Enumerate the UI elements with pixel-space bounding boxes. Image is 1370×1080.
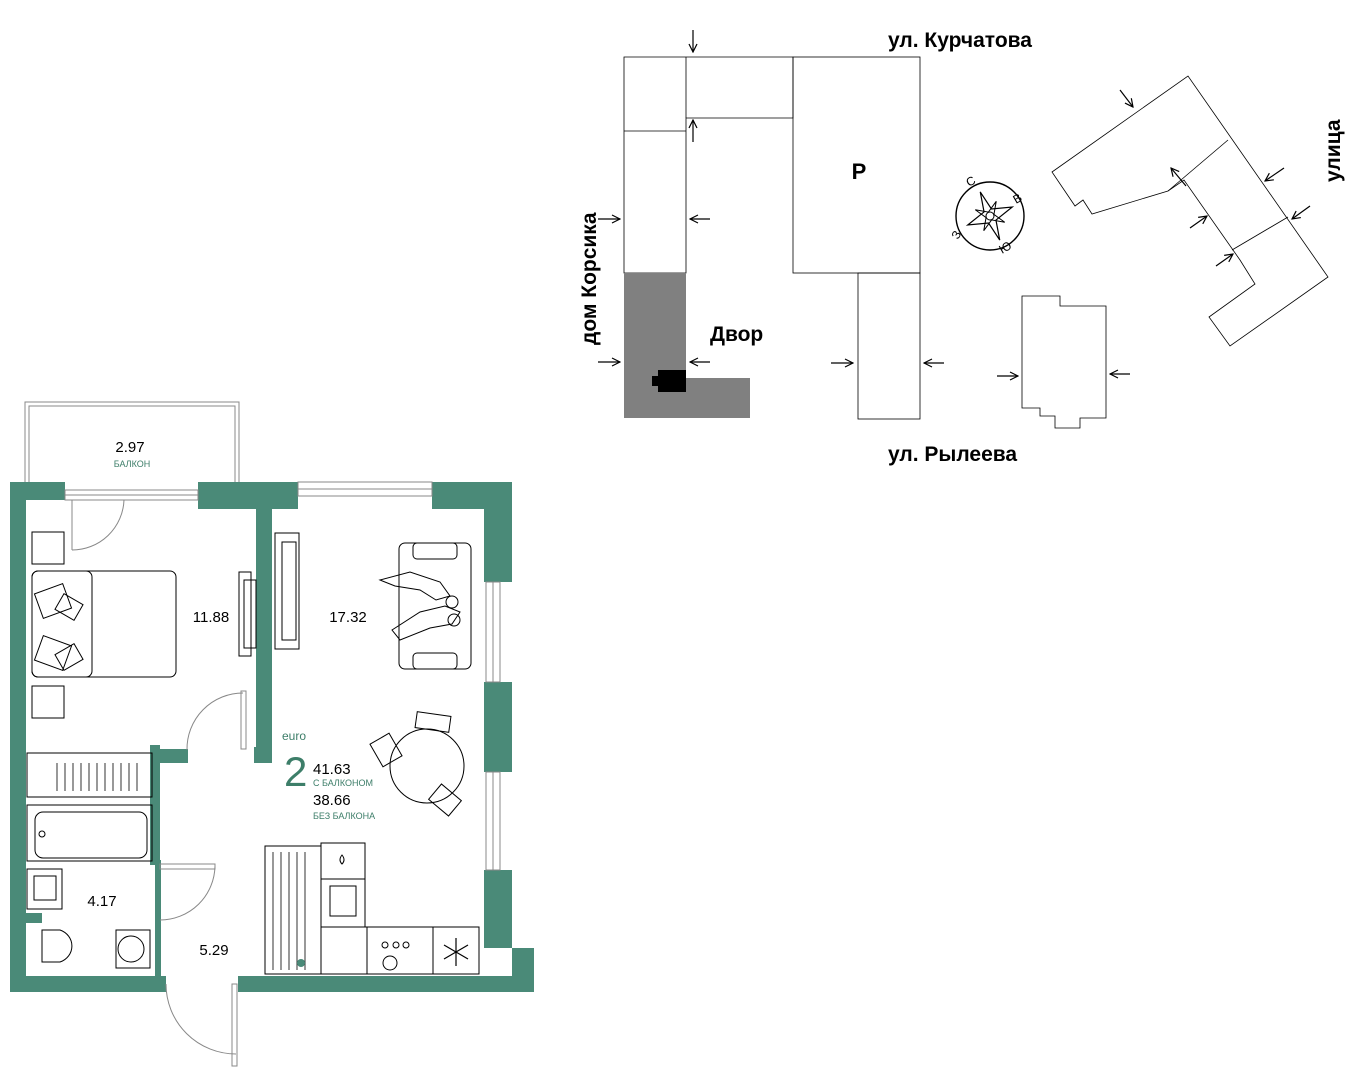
street-bottom-label: ул. Рылеева bbox=[888, 443, 1017, 466]
site-plan: P С В Ю З bbox=[578, 29, 1345, 466]
yard-label: Двор bbox=[710, 323, 763, 346]
kitchen bbox=[264, 842, 480, 975]
balcony-area: 2.97 bbox=[115, 439, 144, 456]
floor-plan: 2.97 БАЛКОН 11.88 17.32 4.17 5.29 euro 2… bbox=[10, 401, 534, 1067]
compass-west: З bbox=[948, 228, 964, 241]
entrance-marker bbox=[658, 370, 686, 392]
parking-label: P bbox=[852, 159, 867, 184]
bathroom-fixtures bbox=[26, 752, 153, 969]
compass-north: С bbox=[964, 173, 979, 190]
bedroom-furniture bbox=[31, 531, 257, 719]
compass-south: Ю bbox=[997, 238, 1015, 256]
building-rotated bbox=[1051, 75, 1329, 347]
windows bbox=[64, 481, 501, 871]
balcony-label: БАЛКОН bbox=[114, 459, 150, 469]
living-area: 17.32 bbox=[329, 609, 367, 626]
balcony bbox=[24, 401, 240, 482]
building-bottom-middle bbox=[857, 272, 921, 420]
building-l-shape bbox=[623, 56, 794, 274]
walls bbox=[10, 482, 534, 992]
apartment-type: euro bbox=[282, 729, 306, 743]
building-small bbox=[1021, 295, 1107, 429]
street-top-label: ул. Курчатова bbox=[888, 29, 1032, 52]
area-with-balcony-label: С БАЛКОНОМ bbox=[313, 778, 373, 788]
street-right-label: улица bbox=[1322, 119, 1345, 182]
area-without-balcony: 38.66 bbox=[313, 792, 351, 809]
house-left-label: дом Корсика bbox=[578, 212, 601, 345]
entrance-arrows bbox=[598, 30, 1311, 376]
bedroom-area: 11.88 bbox=[193, 609, 229, 626]
apartment-summary: euro 2 41.63 С БАЛКОНОМ 38.66 БЕЗ БАЛКОН… bbox=[282, 729, 375, 821]
doors bbox=[71, 499, 247, 1067]
compass-rose: С В Ю З bbox=[948, 173, 1025, 257]
living-furniture bbox=[274, 532, 472, 817]
hall-area: 5.29 bbox=[199, 942, 228, 959]
rooms-count: 2 bbox=[284, 748, 307, 795]
area-with-balcony: 41.63 bbox=[313, 761, 351, 778]
area-without-balcony-label: БЕЗ БАЛКОНА bbox=[313, 811, 375, 821]
bathroom-area: 4.17 bbox=[87, 893, 116, 910]
parking-building bbox=[792, 56, 921, 274]
